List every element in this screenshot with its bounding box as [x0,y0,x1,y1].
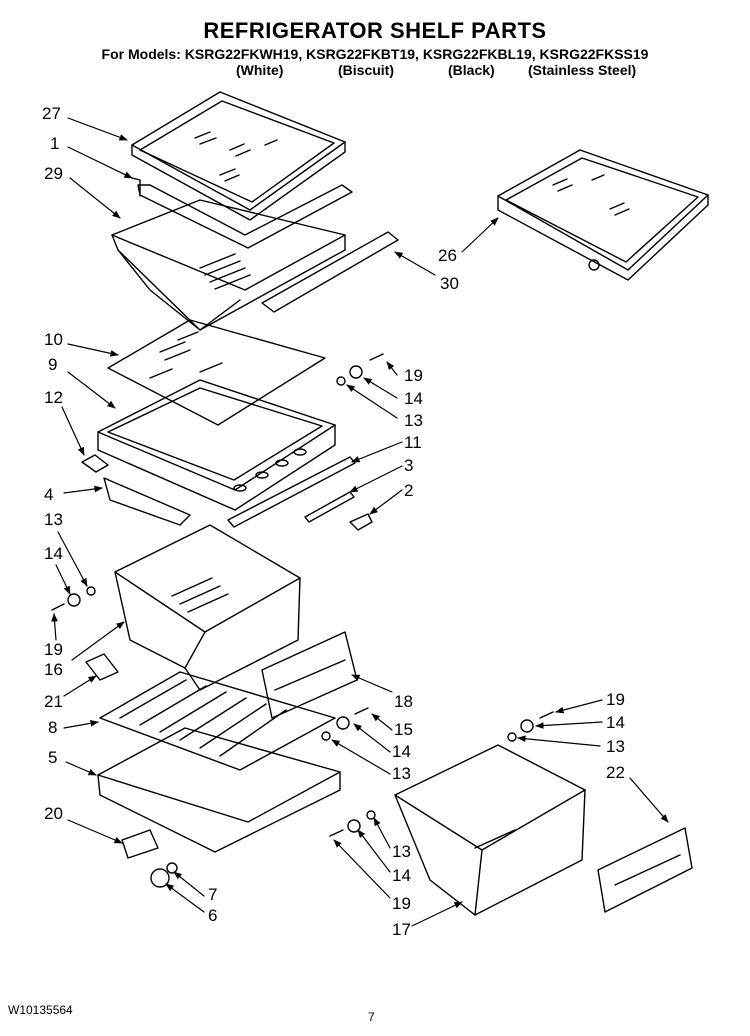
callout-13-c: 13 [392,764,411,783]
callout-15: 15 [394,720,413,739]
callout-19-b: 19 [44,640,63,659]
callout-19-c: 19 [606,690,625,709]
part-11-rail [227,456,356,528]
callout-8: 8 [48,718,58,737]
fastener-set-e [329,810,376,837]
callout-30: 30 [440,274,459,293]
callout-26: 26 [438,246,457,265]
part-1-shelf-frame [131,177,353,249]
callout-18: 18 [394,692,413,711]
callout-12: 12 [44,388,63,407]
callout-14-e: 14 [392,866,411,885]
models-line: For Models: KSRG22FKWH19, KSRG22FKBT19, … [101,46,649,62]
part-30-rail [261,231,399,313]
callout-13-d: 13 [606,737,625,756]
callout-13-e: 13 [392,842,411,861]
part-8-wire-shelf [99,671,336,771]
document-number: W10135564 [8,1003,73,1017]
leader-lines [51,117,669,927]
part-22-drawer-front [597,827,693,913]
part-17-lower-drawer [394,744,586,916]
callout-21: 21 [44,692,63,711]
variant-black: (Black) [448,62,495,78]
part-29-crisper-tray [111,199,346,331]
part-21-clip [85,653,119,681]
part-6-7-screw-assembly [150,862,178,888]
callout-11: 11 [404,433,422,452]
callout-14-d: 14 [606,713,625,732]
part-27-glass-shelf [131,91,346,221]
page-number: 7 [368,1010,375,1024]
part-4-bracket [103,477,191,526]
fastener-set-b [51,586,96,611]
part-18-drawer-front [261,631,358,719]
callout-10: 10 [44,330,63,349]
callout-3: 3 [404,456,414,475]
callout-20: 20 [44,804,63,823]
callout-14-a: 14 [404,389,423,408]
callout-1: 1 [50,134,60,153]
callout-9: 9 [48,355,58,374]
part-5-tray [97,727,341,853]
callout-13-a: 13 [404,411,423,430]
callout-29: 29 [44,164,63,183]
page-title: REFRIGERATOR SHELF PARTS [203,18,547,43]
part-12-clip [81,454,109,473]
fastener-set-a [336,353,384,386]
variant-stainless: (Stainless Steel) [528,62,637,78]
callout-16: 16 [44,660,63,679]
callout-19-a: 19 [404,366,423,385]
part-3-damper [304,491,355,523]
variant-white: (White) [236,62,284,78]
callout-22: 22 [606,763,625,782]
callout-14-b: 14 [44,544,63,563]
callout-2: 2 [404,481,414,500]
callout-7: 7 [208,885,218,904]
callout-6: 6 [208,906,218,925]
callout-4: 4 [44,485,54,504]
fastener-set-d [507,711,554,742]
part-9-crisper-frame [97,379,336,511]
part-16-crisper-drawer [114,524,301,691]
part-26-side-shelf [497,149,709,281]
callout-17: 17 [392,920,411,939]
part-2-slide [349,513,373,531]
callout-13-b: 13 [44,510,63,529]
part-10-glass-cover [107,319,326,426]
callout-14-c: 14 [392,742,411,761]
variant-biscuit: (Biscuit) [338,62,394,78]
part-20-clip [121,829,159,859]
callout-5: 5 [48,748,58,767]
callout-27: 27 [42,104,61,123]
fastener-set-c [321,707,369,741]
callout-19-d: 19 [392,894,411,913]
